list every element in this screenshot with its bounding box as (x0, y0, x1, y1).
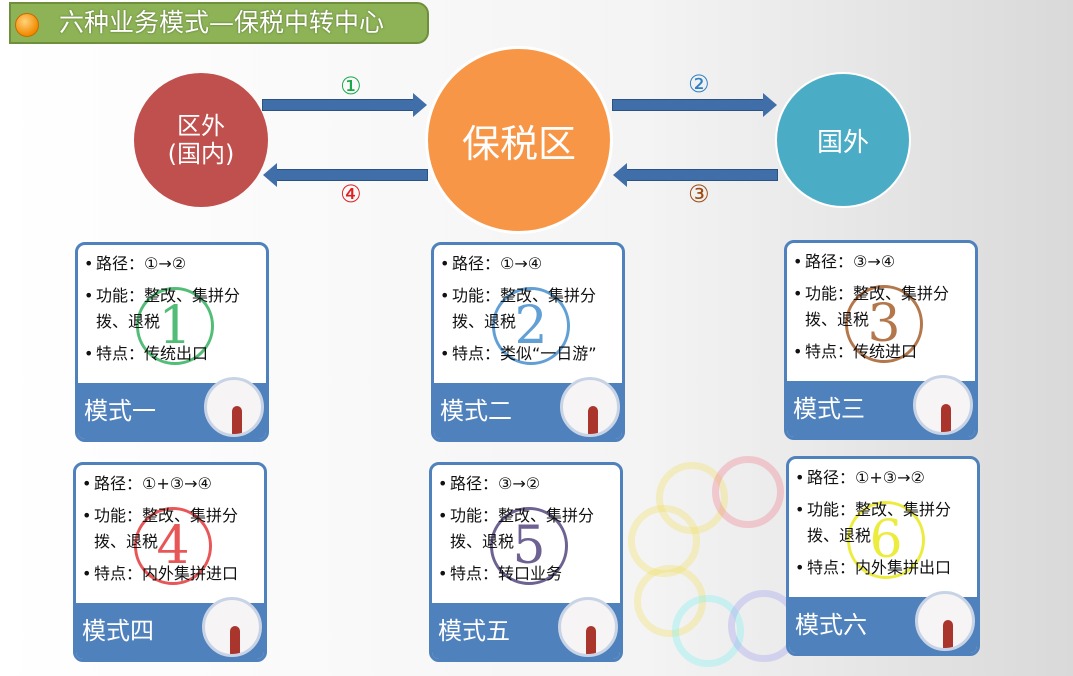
mode-details: 路径：①→② 功能：整改、集拼分拨、退税 特点：传统出口 (78, 245, 266, 367)
node-outside: 区外 (国内) (134, 73, 268, 207)
flow-label-3: ③ (688, 180, 710, 208)
mode-feature: 特点：内外集拼出口 (795, 555, 973, 581)
mode-name: 模式五 (438, 617, 510, 645)
mode-details: 路径：①+③→② 功能：整改、集拼分拨、退税 特点：内外集拼出口 (789, 459, 977, 581)
mode-card: 4 路径：①+③→④ 功能：整改、集拼分拨、退税 特点：内外集拼进口 模式四 (73, 462, 267, 662)
avatar-image (560, 377, 620, 437)
mode-feature: 特点：传统进口 (793, 339, 971, 365)
mode-function: 功能：整改、集拼分拨、退税 (84, 283, 262, 335)
node-bonded-label: 保税区 (461, 121, 576, 166)
arrow-flow-3 (613, 163, 778, 187)
node-abroad: 国外 (775, 72, 911, 208)
mode-path: 路径：③→② (438, 471, 616, 497)
mode-details: 路径：③→④ 功能：整改、集拼分拨、退税 特点：传统进口 (787, 243, 975, 365)
orange-bullet-icon (15, 13, 39, 37)
flow-label-1: ① (340, 72, 362, 100)
flow-label-2: ② (688, 70, 710, 98)
mode-details: 路径：①→④ 功能：整改、集拼分拨、退税 特点：类似“一日游” (434, 245, 622, 367)
watermark-ring (712, 456, 784, 528)
mode-path: 路径：①→② (84, 251, 262, 277)
mode-card: 1 路径：①→② 功能：整改、集拼分拨、退税 特点：传统出口 模式一 (75, 242, 269, 442)
mode-function: 功能：整改、集拼分拨、退税 (82, 503, 260, 555)
mode-details: 路径：①+③→④ 功能：整改、集拼分拨、退税 特点：内外集拼进口 (76, 465, 264, 587)
arrow-flow-2 (612, 93, 777, 117)
mode-feature: 特点：传统出口 (84, 341, 262, 367)
node-bonded: 保税区 (425, 46, 613, 234)
mode-function: 功能：整改、集拼分拨、退税 (438, 503, 616, 555)
mode-path: 路径：①→④ (440, 251, 618, 277)
mode-path: 路径：③→④ (793, 249, 971, 275)
mode-name: 模式二 (440, 397, 512, 425)
slide-title: 六种业务模式—保税中转中心 (9, 2, 429, 44)
mode-details: 路径：③→② 功能：整改、集拼分拨、退税 特点：转口业务 (432, 465, 620, 587)
mode-feature: 特点：转口业务 (438, 561, 616, 587)
mode-function: 功能：整改、集拼分拨、退税 (795, 497, 973, 549)
mode-card: 3 路径：③→④ 功能：整改、集拼分拨、退税 特点：传统进口 模式三 (784, 240, 978, 440)
mode-name: 模式四 (82, 617, 154, 645)
mode-feature: 特点：类似“一日游” (440, 341, 618, 367)
avatar-image (913, 375, 973, 435)
title-text: 六种业务模式—保税中转中心 (59, 8, 385, 37)
node-outside-label: 区外 (177, 112, 225, 140)
mode-function: 功能：整改、集拼分拨、退税 (440, 283, 618, 335)
arrow-flow-4 (263, 163, 428, 187)
mode-name: 模式三 (793, 395, 865, 423)
flow-label-4: ④ (340, 180, 362, 208)
mode-name: 模式六 (795, 611, 867, 639)
avatar-image (915, 591, 975, 651)
mode-card: 2 路径：①→④ 功能：整改、集拼分拨、退税 特点：类似“一日游” 模式二 (431, 242, 625, 442)
avatar-image (202, 597, 262, 657)
mode-name: 模式一 (84, 397, 156, 425)
mode-path: 路径：①+③→④ (82, 471, 260, 497)
mode-path: 路径：①+③→② (795, 465, 973, 491)
mode-feature: 特点：内外集拼进口 (82, 561, 260, 587)
mode-card: 5 路径：③→② 功能：整改、集拼分拨、退税 特点：转口业务 模式五 (429, 462, 623, 662)
node-outside-sub: (国内) (167, 140, 235, 168)
mode-function: 功能：整改、集拼分拨、退税 (793, 281, 971, 333)
arrow-flow-1 (262, 93, 427, 117)
node-abroad-label: 国外 (816, 127, 869, 158)
avatar-image (204, 377, 264, 437)
mode-card: 6 路径：①+③→② 功能：整改、集拼分拨、退税 特点：内外集拼出口 模式六 (786, 456, 980, 656)
avatar-image (558, 597, 618, 657)
